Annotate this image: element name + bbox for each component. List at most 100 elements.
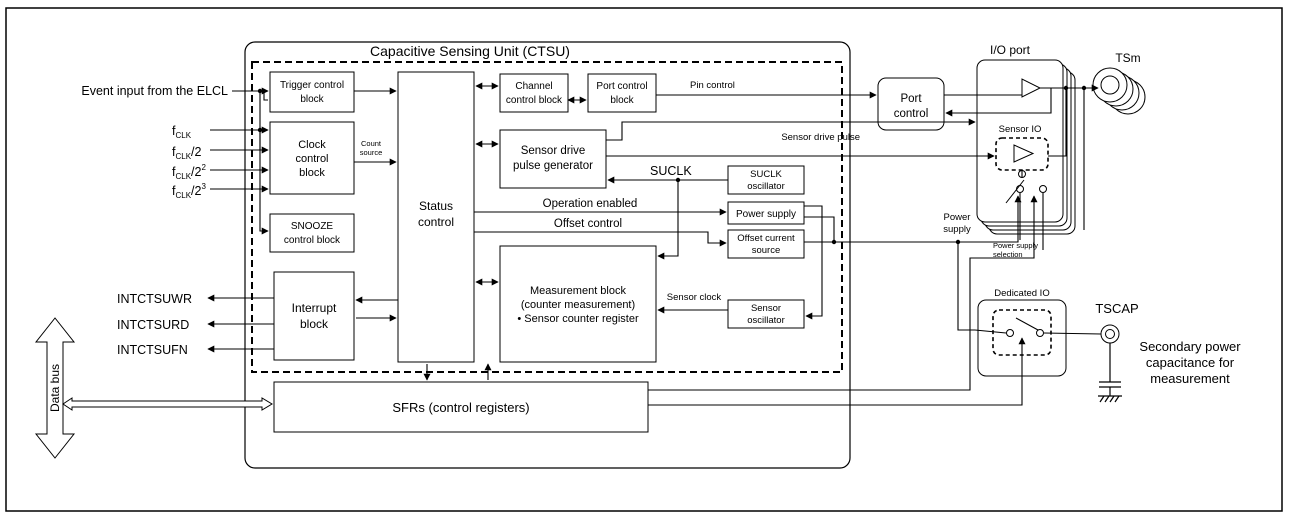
- junctions: [257, 85, 1087, 245]
- intctsurd-label: INTCTSURD: [117, 318, 189, 332]
- measurement-block: Measurement block (counter measurement) …: [499, 245, 657, 363]
- svg-text:selection: selection: [993, 250, 1023, 259]
- fclk-div2-label: fCLK/2: [172, 145, 202, 161]
- svg-text:Power: Power: [944, 212, 971, 223]
- data-bus-arrow: [34, 317, 76, 459]
- svg-text:Count: Count: [361, 139, 382, 148]
- svg-text:fCLK/2: fCLK/2: [172, 145, 202, 161]
- svg-text:oscillator: oscillator: [747, 181, 785, 192]
- intctsuwr-label: INTCTSUWR: [117, 292, 192, 306]
- svg-text:source: source: [360, 148, 383, 157]
- svg-text:pulse generator: pulse generator: [513, 160, 593, 172]
- fclk-div4-label: fCLK/22: [172, 163, 206, 181]
- suclk-oscillator-block: SUCLK oscillator: [727, 165, 805, 195]
- tsm-electrode-icon: [1092, 67, 1146, 115]
- fclk-div8-label: fCLK/23: [172, 182, 206, 200]
- data-bus-link: [62, 397, 273, 411]
- svg-text:Measurement block: Measurement block: [530, 285, 626, 297]
- svg-text:Offset current: Offset current: [737, 233, 795, 244]
- svg-text:control block: control block: [284, 235, 341, 246]
- svg-text:Sensor drive: Sensor drive: [521, 145, 586, 157]
- svg-text:block: block: [299, 167, 325, 179]
- svg-text:control: control: [295, 153, 328, 165]
- port-control-outer-block: Port control: [877, 77, 945, 131]
- svg-text:SUCLK: SUCLK: [750, 169, 782, 180]
- offset-current-block: Offset current source: [727, 229, 805, 259]
- svg-text:• Sensor counter register: • Sensor counter register: [517, 313, 639, 325]
- svg-text:oscillator: oscillator: [747, 315, 785, 326]
- count-source-label: Count source: [360, 139, 383, 157]
- svg-text:capacitance for: capacitance for: [1146, 355, 1235, 370]
- output-buffer-icon: [1021, 78, 1042, 98]
- tsm-label: TSm: [1115, 51, 1140, 65]
- io-port-label: I/O port: [990, 43, 1031, 57]
- svg-text:SFRs (control registers): SFRs (control registers): [392, 400, 529, 415]
- svg-text:control: control: [894, 108, 929, 120]
- intctsufn-label: INTCTSUFN: [117, 343, 188, 357]
- power-supply-signal-label: Power supply: [943, 212, 971, 235]
- secondary-capacitance-label: Secondary power capacitance for measurem…: [1139, 339, 1241, 386]
- dedicated-contact-right: [1036, 329, 1044, 337]
- tscap-pin-icon: [1100, 324, 1120, 344]
- interrupt-block: Interrupt block: [273, 271, 355, 361]
- sensor-oscillator-block: Sensor oscillator: [727, 299, 805, 329]
- capacitor-ground-icon: [1098, 343, 1122, 403]
- svg-text:source: source: [752, 245, 781, 256]
- operation-enabled-label: Operation enabled: [543, 198, 638, 210]
- svg-text:control: control: [418, 215, 454, 229]
- dedicated-switch-blade: [1015, 317, 1039, 331]
- svg-text:control block: control block: [506, 95, 563, 106]
- outer-frame: [5, 7, 1283, 512]
- svg-text:Port control: Port control: [596, 81, 647, 92]
- power-supply-block: Power supply: [727, 201, 805, 225]
- io-port-stack: [976, 59, 1076, 235]
- elcl-input-label: Event input from the ELCL: [81, 84, 228, 98]
- suclk-label: SUCLK: [650, 164, 692, 178]
- sensor-clock-label: Sensor clock: [667, 292, 722, 303]
- port-control-inner-block: Port control block: [587, 73, 657, 113]
- svg-text:measurement: measurement: [1150, 371, 1230, 386]
- sfrs-block: SFRs (control registers): [273, 381, 649, 433]
- snooze-control-block: SNOOZE control block: [269, 213, 355, 253]
- sensor-drive-block: Sensor drive pulse generator: [499, 129, 607, 189]
- switch-blade: [1005, 179, 1025, 204]
- svg-text:fCLK/23: fCLK/23: [172, 182, 206, 200]
- svg-text:(counter measurement): (counter measurement): [521, 299, 635, 311]
- svg-text:block: block: [300, 317, 329, 331]
- pin-control-label: Pin control: [690, 80, 735, 91]
- ctsu-title: Capacitive Sensing Unit (CTSU): [370, 43, 570, 59]
- svg-text:Power supply: Power supply: [736, 209, 796, 220]
- svg-text:Status: Status: [419, 199, 453, 213]
- svg-text:Trigger control: Trigger control: [280, 80, 344, 91]
- svg-text:block: block: [300, 94, 324, 105]
- sensor-buffer-icon: [1013, 144, 1035, 163]
- svg-text:Clock: Clock: [298, 139, 326, 151]
- ctsu-dashed-boundary: [251, 61, 843, 373]
- svg-text:Power supply: Power supply: [993, 241, 1038, 250]
- clock-control-block: Clock control block: [269, 121, 355, 195]
- offset-control-label: Offset control: [554, 218, 622, 230]
- data-bus-label: Data bus: [48, 364, 62, 412]
- tscap-label: TSCAP: [1095, 301, 1138, 316]
- channel-control-block: Channel control block: [499, 73, 569, 113]
- svg-text:fCLK/22: fCLK/22: [172, 163, 206, 181]
- svg-text:SNOOZE: SNOOZE: [291, 221, 334, 232]
- sensor-io-label: Sensor IO: [999, 124, 1042, 135]
- ctsu-container: [244, 41, 851, 469]
- svg-text:Interrupt: Interrupt: [292, 301, 337, 315]
- svg-text:Port: Port: [900, 93, 922, 105]
- svg-text:Secondary power: Secondary power: [1139, 339, 1241, 354]
- fclk-label: fCLK: [172, 124, 192, 140]
- dedicated-io-label: Dedicated IO: [994, 288, 1049, 299]
- status-control-block: Status control: [397, 71, 475, 363]
- svg-text:block: block: [610, 95, 634, 106]
- trigger-control-block: Trigger control block: [269, 71, 355, 113]
- power-supply-selection-label: Power supply selection: [993, 241, 1038, 259]
- svg-text:supply: supply: [943, 224, 971, 235]
- svg-text:Sensor: Sensor: [751, 303, 781, 314]
- dedicated-contact-left: [1006, 329, 1014, 337]
- sensor-drive-pulse-label: Sensor drive pulse: [781, 132, 860, 143]
- svg-text:Channel: Channel: [515, 81, 552, 92]
- switch-contact-right: [1039, 185, 1047, 193]
